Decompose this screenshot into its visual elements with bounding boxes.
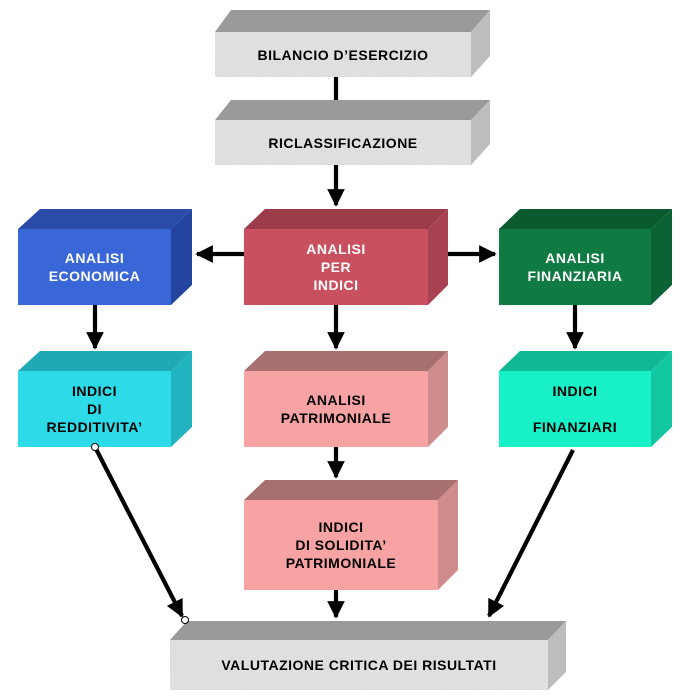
bilancio-block: [215, 10, 490, 77]
arrow-finanziari-to-valutazione: [487, 449, 575, 618]
riclassificazione-label: RICLASSIFICAZIONE: [268, 134, 418, 151]
analisi-economica-box: ANALISI ECONOMICA: [18, 229, 171, 305]
bilancio-box: BILANCIO D’ESERCIZIO: [215, 32, 471, 77]
valutazione-label: VALUTAZIONE CRITICA DEI RISULTATI: [221, 657, 497, 673]
indici-solidita-label: INDICI DI SOLIDITA’ PATRIMONIALE: [285, 519, 397, 571]
riclass-side-face: [471, 100, 490, 165]
bilancio-side-face: [471, 10, 490, 77]
finanziari-block: [499, 351, 672, 447]
indici-finanziari-label: INDICI FINANZIARI: [532, 383, 618, 435]
arrows: [86, 77, 584, 619]
finanziaria-front-face: [499, 229, 651, 305]
arrow-redditivita-to-valutazione: [93, 446, 184, 618]
valutazione-top-face: [170, 621, 566, 640]
analisi-per-indici-box: ANALISI PER INDICI: [244, 229, 428, 305]
valutazione-front-face: [170, 640, 548, 690]
indici-main-block: [244, 209, 448, 305]
redditivita-side-face: [171, 351, 192, 447]
riclassificazione-box: RICLASSIFICAZIONE: [215, 120, 471, 165]
patrimoniale-side-face: [428, 351, 448, 447]
indici-main-top-face: [244, 209, 448, 229]
analisi-patrimoniale-box: ANALISI PATRIMONIALE: [244, 371, 428, 447]
finanziaria-side-face: [651, 209, 672, 305]
analisi-finanziaria-label: ANALISI FINANZIARIA: [527, 250, 623, 284]
valutazione-side-face: [548, 621, 566, 690]
indici-redditivita-box: INDICI DI REDDITIVITA’: [18, 371, 171, 447]
analisi-finanziaria-box: ANALISI FINANZIARIA: [499, 229, 651, 305]
analisi-economica-label: ANALISI ECONOMICA: [48, 250, 141, 284]
redditivita-block: [18, 351, 192, 447]
solidita-top-face: [244, 480, 458, 500]
block-shapes: [18, 10, 672, 690]
bilancio-front-face: [215, 32, 471, 77]
bilancio-top-face: [215, 10, 490, 32]
economica-side-face: [171, 209, 192, 305]
indici-solidita-box: INDICI DI SOLIDITA’ PATRIMONIALE: [244, 500, 438, 590]
selection-handle-start: [91, 443, 99, 451]
finanziari-side-face: [651, 351, 672, 447]
patrimoniale-front-face: [244, 371, 428, 447]
finanziaria-top-face: [499, 209, 672, 229]
finanziaria-block: [499, 209, 672, 305]
valutazione-box: VALUTAZIONE CRITICA DEI RISULTATI: [170, 640, 548, 690]
patrimoniale-block: [244, 351, 448, 447]
finanziari-top-face: [499, 351, 672, 371]
economica-front-face: [18, 229, 171, 305]
solidita-side-face: [438, 480, 458, 590]
solidita-block: [244, 480, 458, 590]
indici-main-front-face: [244, 229, 428, 305]
solidita-front-face: [244, 500, 438, 590]
selection-handle-end: [181, 616, 189, 624]
analisi-per-indici-label: ANALISI PER INDICI: [306, 241, 366, 293]
bilancio-label: BILANCIO D’ESERCIZIO: [257, 46, 429, 63]
riclass-front-face: [215, 120, 471, 165]
redditivita-top-face: [18, 351, 192, 371]
riclass-top-face: [215, 100, 490, 120]
economica-top-face: [18, 209, 192, 229]
economica-block: [18, 209, 192, 305]
riclassificazione-block: [215, 100, 490, 165]
redditivita-front-face: [18, 371, 171, 447]
patrimoniale-top-face: [244, 351, 448, 371]
indici-redditivita-label: INDICI DI REDDITIVITA’: [46, 383, 143, 435]
indici-finanziari-box: INDICI FINANZIARI: [499, 371, 651, 447]
valutazione-block: [170, 621, 566, 690]
analisi-patrimoniale-label: ANALISI PATRIMONIALE: [280, 392, 392, 426]
indici-main-side-face: [428, 209, 448, 305]
finanziari-front-face: [499, 371, 651, 447]
